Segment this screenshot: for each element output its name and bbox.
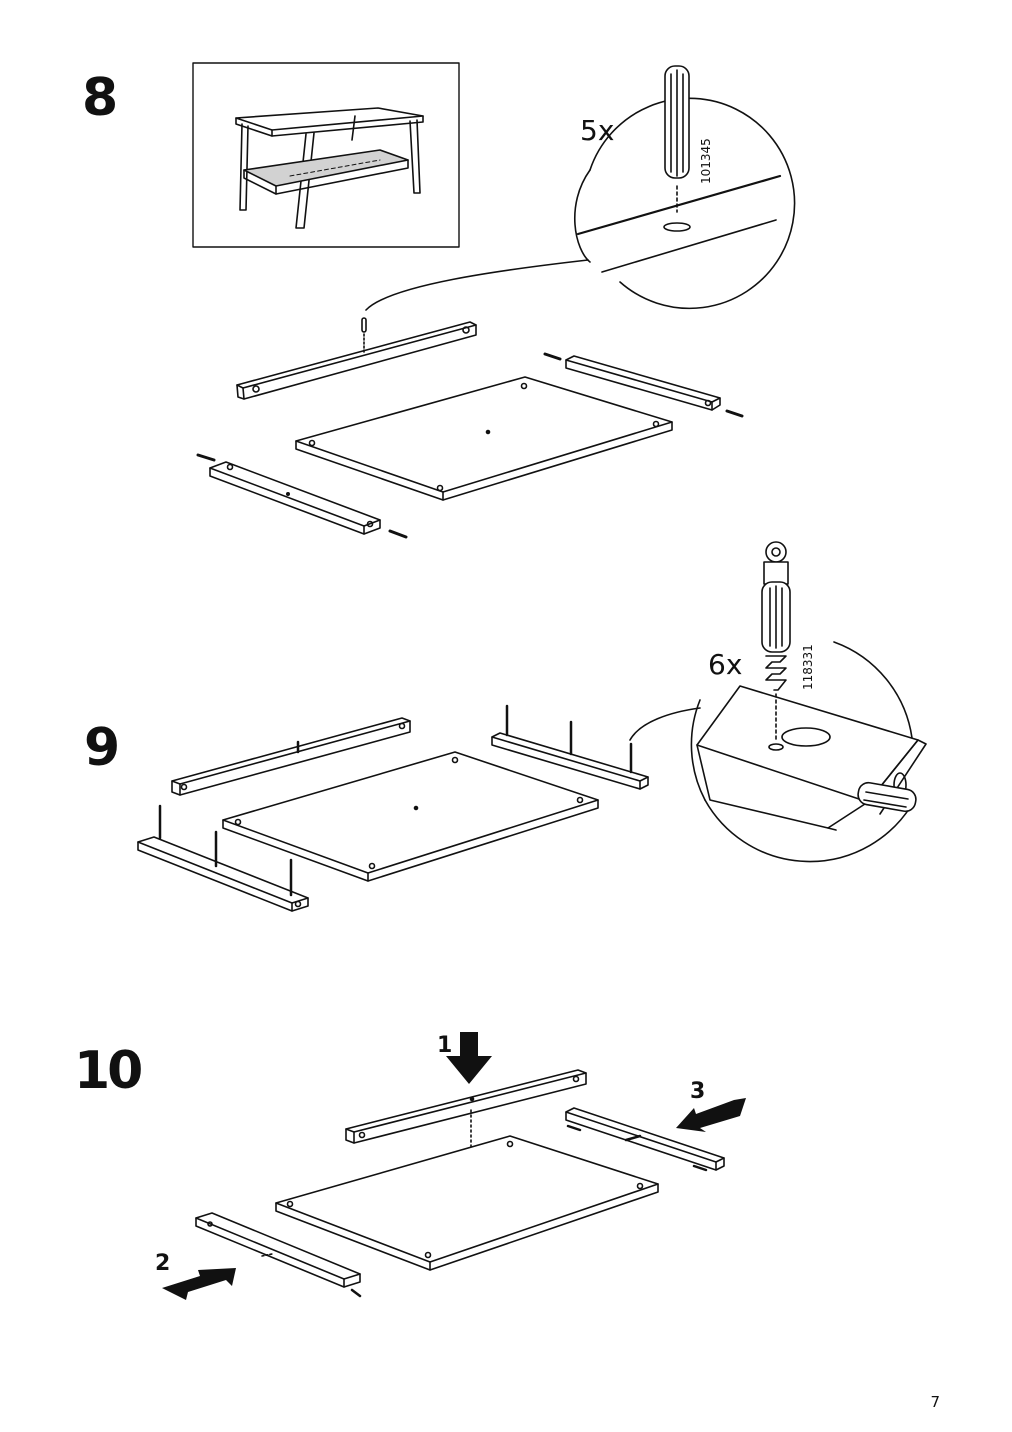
step-10-number: 10 xyxy=(74,1041,143,1101)
step-9-detail-circle xyxy=(629,541,927,863)
step-10-parts xyxy=(162,1032,746,1300)
page-number: 7 xyxy=(930,1393,940,1411)
step-8-detail-circle xyxy=(365,65,796,311)
step-8-number: 8 xyxy=(82,68,118,128)
step-8-overview-illustration xyxy=(192,62,460,248)
step-9-part-number: 118331 xyxy=(801,644,815,690)
step-10-arrow-label-2: 2 xyxy=(155,1251,170,1276)
step-10-arrow-label-3: 3 xyxy=(690,1079,705,1104)
step-9-quantity: 6x xyxy=(708,648,742,681)
step-9-parts xyxy=(137,704,649,912)
step-8-quantity: 5x xyxy=(580,114,614,147)
step-9-number: 9 xyxy=(84,718,120,778)
step-10-arrow-label-1: 1 xyxy=(437,1033,452,1058)
step-8-parts xyxy=(196,317,744,539)
step-8-part-number: 101345 xyxy=(699,138,713,184)
